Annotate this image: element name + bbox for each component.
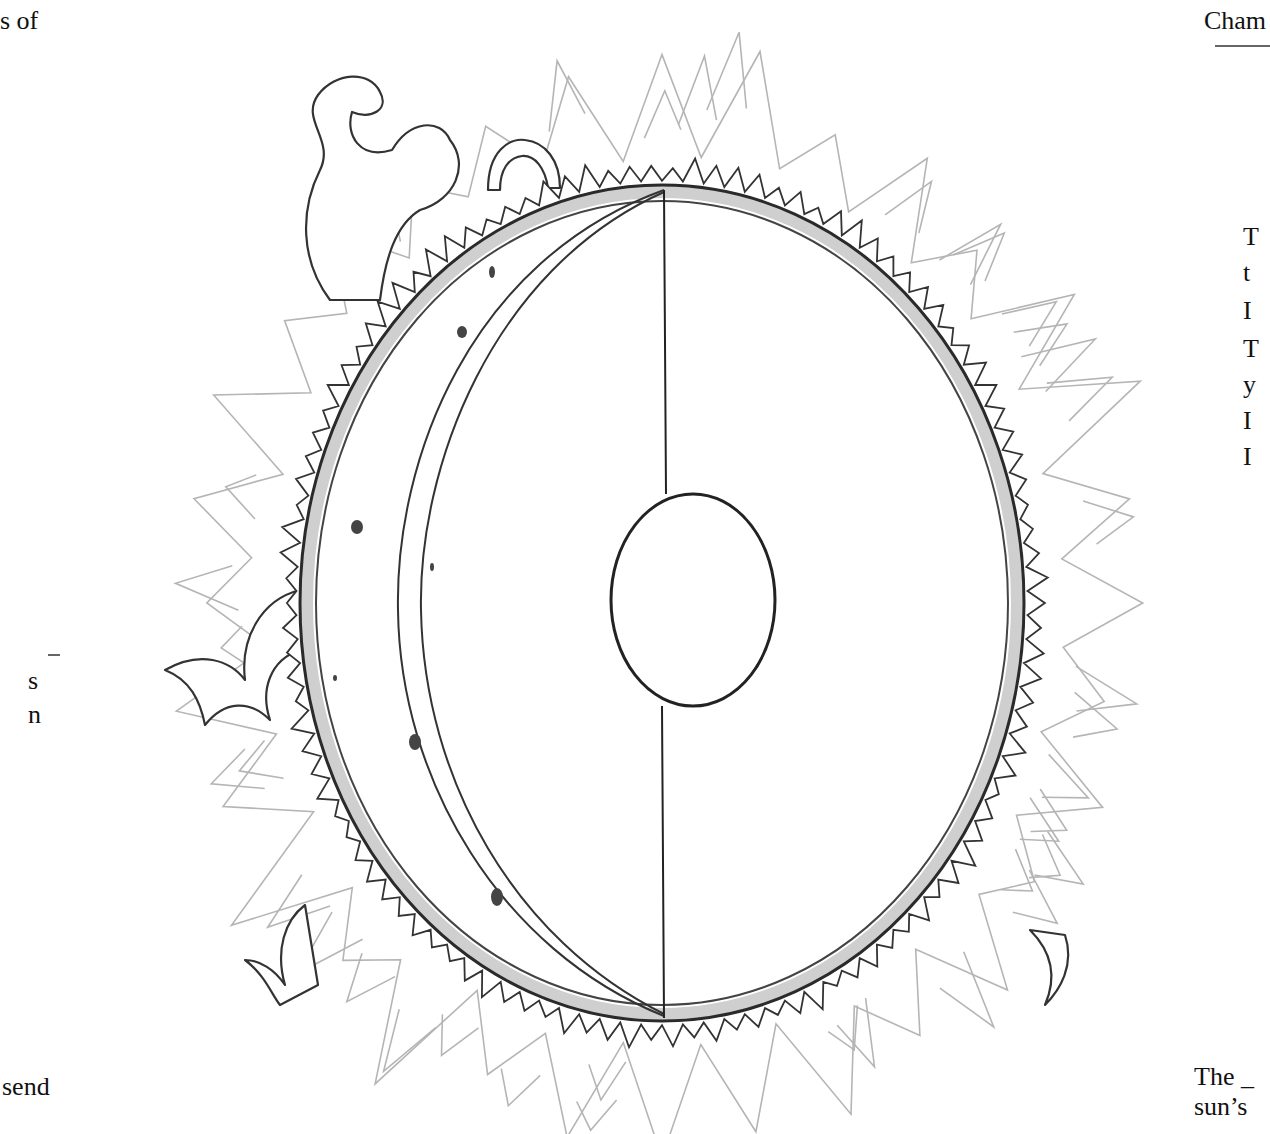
corona-ray bbox=[885, 181, 931, 233]
corona-ray bbox=[940, 224, 1001, 284]
text-fragment: I bbox=[1243, 442, 1252, 472]
corona-ray bbox=[1020, 798, 1059, 841]
corona-ray bbox=[644, 91, 681, 138]
corona-ray bbox=[1001, 849, 1033, 891]
corona-ray bbox=[837, 998, 874, 1066]
sun-surface-fringe bbox=[281, 159, 1048, 1048]
corona-ray bbox=[442, 1014, 479, 1055]
corona-ray bbox=[940, 952, 994, 1027]
cut-line bbox=[662, 190, 666, 1018]
corona-ray bbox=[1042, 754, 1088, 798]
corona-ray bbox=[678, 56, 716, 125]
text-fragment: s bbox=[28, 666, 38, 696]
corona-ray bbox=[1002, 302, 1056, 346]
photosphere-band bbox=[306, 191, 1018, 1015]
corona-outline bbox=[176, 52, 1142, 1134]
corona-ray bbox=[549, 61, 585, 132]
blank-lines bbox=[48, 46, 1270, 655]
sunspots bbox=[333, 266, 503, 906]
corona-ray bbox=[1021, 339, 1095, 392]
text-fragment: send bbox=[2, 1072, 50, 1102]
text-fragment: T bbox=[1243, 222, 1259, 252]
corona-ray bbox=[577, 1100, 617, 1130]
corona-ray bbox=[226, 475, 256, 519]
corona-ray bbox=[1034, 832, 1083, 885]
corona-ray bbox=[347, 953, 395, 1001]
corona-ray bbox=[1073, 692, 1117, 737]
text-fragment: The _ bbox=[1194, 1062, 1254, 1092]
text-fragment: s of bbox=[0, 6, 38, 36]
sun-outline bbox=[300, 185, 1024, 1021]
text-fragment: I bbox=[1243, 296, 1252, 326]
corona-ray bbox=[501, 1069, 540, 1106]
corona-ray bbox=[211, 749, 264, 789]
sun-core bbox=[611, 494, 775, 706]
text-fragment: n bbox=[28, 700, 41, 730]
corona-ray bbox=[239, 741, 283, 779]
text-fragment: Cham bbox=[1204, 6, 1266, 36]
corona-ray bbox=[1076, 666, 1137, 711]
text-fragment: I bbox=[1243, 406, 1252, 436]
corona-ray bbox=[589, 1062, 626, 1100]
text-fragment: sun’s bbox=[1194, 1092, 1247, 1122]
text-fragment: T bbox=[1243, 334, 1259, 364]
corona-ray bbox=[176, 566, 239, 611]
corona-ray bbox=[1014, 324, 1067, 366]
text-fragment: t bbox=[1243, 258, 1250, 288]
corona-ray bbox=[954, 233, 1005, 281]
corona-rays bbox=[176, 32, 1143, 1134]
corona-ray bbox=[384, 1009, 436, 1071]
corona-ray bbox=[1083, 501, 1133, 544]
corona-ray bbox=[1047, 377, 1112, 421]
text-fragment: y bbox=[1243, 370, 1256, 400]
convection-boundary bbox=[316, 201, 1008, 1005]
